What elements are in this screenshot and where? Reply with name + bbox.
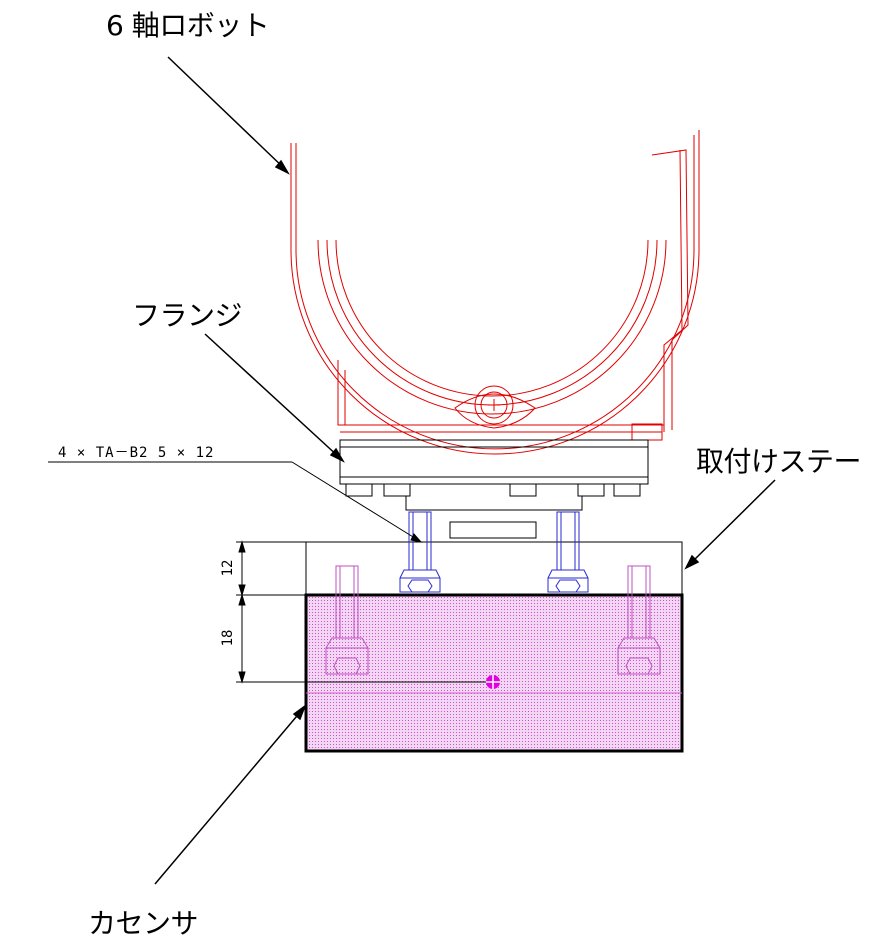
robot-arm-outer-outline [290, 130, 700, 455]
leader-flange [204, 333, 341, 459]
label-stay: 取付けステー [696, 445, 862, 478]
robot-arm-joint-cover-2 [663, 149, 683, 432]
robot-center-bolt-inner [480, 391, 508, 419]
robot-center-bolt [474, 385, 514, 425]
leader-stay [689, 479, 776, 565]
leader-sensor-arrow [292, 703, 307, 721]
flange [339, 439, 649, 539]
force-sensor [304, 593, 684, 753]
sensor-bolts [325, 565, 661, 675]
sensor-bolt-left [325, 565, 369, 675]
dimension-lines [236, 540, 486, 684]
mounting-stay [305, 541, 683, 596]
flange-stud [509, 483, 537, 497]
flange-stud [345, 483, 373, 497]
robot-arm-joint-cover [651, 149, 689, 430]
leader-robot-arrow [274, 159, 290, 175]
sensor-bolt-right [617, 565, 661, 675]
robot-arm [290, 130, 700, 455]
robot-arm-inner-ring [317, 239, 667, 415]
dim-stay-thickness: 12 [220, 560, 236, 577]
robot-arm-inner-ring-2 [326, 239, 658, 406]
robot-center-arc [454, 393, 536, 429]
flange-screws [399, 511, 589, 593]
flange-boss [405, 496, 583, 511]
label-sensor: カセンサ [88, 907, 199, 940]
label-robot: 6 軸ロボット [106, 9, 270, 42]
flange-screw-left [399, 511, 441, 593]
flange-stud [577, 483, 605, 497]
leader-flange-arrow [329, 447, 345, 463]
robot-center-bolt-cross [488, 399, 500, 411]
leader-robot [167, 56, 287, 171]
label-flange: フランジ [132, 299, 243, 332]
leader-lines [154, 56, 776, 885]
flange-screw-right [547, 511, 589, 593]
dim-sensor-offset: 18 [220, 630, 236, 647]
leader-stay-arrow [684, 554, 700, 570]
flange-stud [383, 483, 411, 497]
leader-screw-spec [48, 461, 423, 543]
flange-stud [613, 483, 641, 497]
flange-body [339, 439, 649, 485]
robot-arm-inner-ring-3 [335, 239, 649, 397]
sensor-origin-mark [486, 675, 500, 689]
label-screw-spec: 4 × TA－B2 5 × 12 [58, 445, 215, 461]
leader-sensor [154, 709, 303, 885]
flange-key [449, 521, 537, 539]
robot-arm-outer-outline-2 [295, 135, 695, 450]
